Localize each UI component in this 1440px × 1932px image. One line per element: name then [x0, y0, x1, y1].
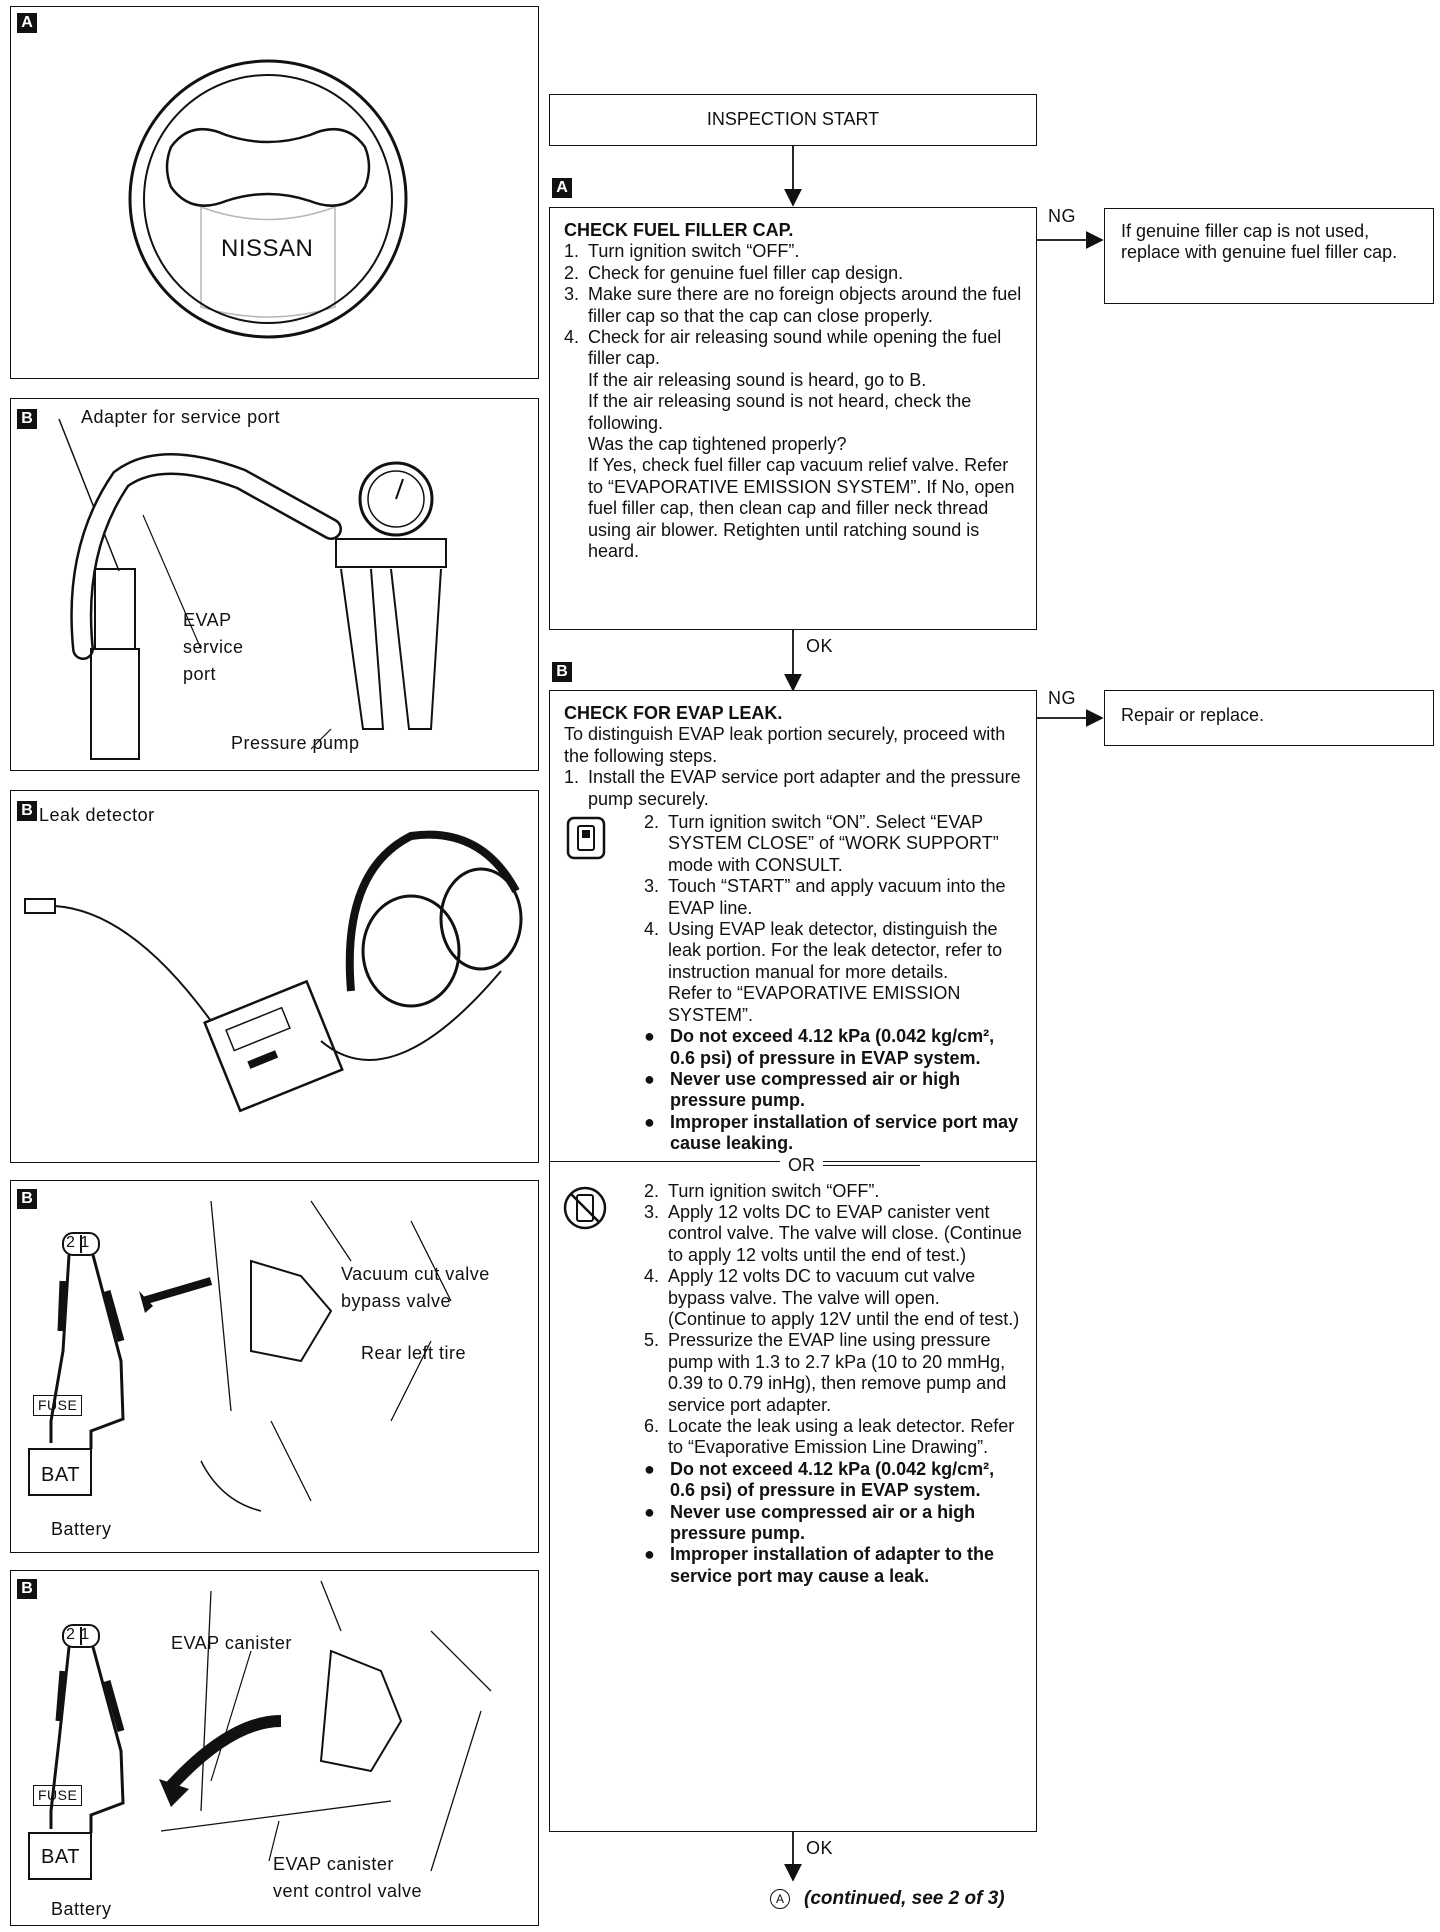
consult-icon — [566, 816, 606, 860]
or-label: OR — [780, 1154, 823, 1176]
no-consult-cautions: ●Do not exceed 4.12 kPa (0.042 kg/cm², 0… — [644, 1459, 1022, 1587]
list-item: 5.Pressurize the EVAP line using pressur… — [644, 1330, 1007, 1415]
cap-brand-text: NISSAN — [221, 235, 314, 262]
ok-label-b: OK — [806, 1838, 834, 1858]
panel-pressure-pump: B Adapter for service port EVAP service … — [10, 398, 539, 771]
ng-label-a: NG — [1048, 206, 1076, 226]
continued-note: A (continued, see 2 of 3) — [770, 1888, 1005, 1909]
panel-letter: B — [17, 409, 37, 429]
panel-canister-vent-valve: B 2 1 FUSE BAT Battery EVAP canister EVA… — [10, 1570, 539, 1926]
rear-tire-label: Rear left tire — [361, 1343, 467, 1363]
list-item: 2.Turn ignition switch “OFF”. — [644, 1180, 880, 1201]
list-item: 1.Install the EVAP service port adapter … — [564, 767, 1021, 809]
canister-valve-wiring-illustration — [28, 1580, 492, 1880]
evap-port-label: EVAP service port — [183, 610, 244, 684]
adapter-label: Adapter for service port — [81, 407, 281, 427]
panel-letter: B — [17, 1189, 37, 1209]
vacuum-valve-wiring-illustration — [28, 1200, 452, 1512]
list-item: 2.Check for genuine fuel filler cap desi… — [564, 262, 904, 283]
step-a-list: 1.Turn ignition switch “OFF”. 2.Check fo… — [564, 241, 1022, 562]
panel-letter: A — [17, 13, 37, 33]
battery-box-label: BAT — [41, 1846, 80, 1868]
list-item: 2.Turn ignition switch “ON”. Select “EVA… — [644, 812, 999, 875]
ok-label-a: OK — [806, 636, 834, 656]
fuse-label: FUSE — [33, 1395, 83, 1416]
fuel-cap-illustration — [128, 59, 408, 339]
consult-cautions: ●Do not exceed 4.12 kPa (0.042 kg/cm², 0… — [644, 1026, 1022, 1154]
list-item: ●Improper installation of service port m… — [644, 1111, 1019, 1154]
battery-box-label: BAT — [41, 1464, 80, 1486]
panel-vacuum-cut-valve: B 2 1 FUSE BAT Battery Vacuum cut valve … — [10, 1180, 539, 1553]
list-item: 4.Using EVAP leak detector, distinguish … — [644, 919, 1003, 1025]
battery-label: Battery — [51, 1899, 112, 1919]
no-consult-steps: 2.Turn ignition switch “OFF”. 3.Apply 12… — [644, 1181, 1022, 1459]
panel-leak-detector: B Leak detector — [10, 790, 539, 1163]
leak-detector-illustration — [24, 830, 523, 1113]
consult-steps: 2.Turn ignition switch “ON”. Select “EVA… — [644, 812, 1022, 1026]
continued-marker-icon: A — [770, 1888, 790, 1909]
fuse-label: FUSE — [33, 1785, 83, 1806]
list-item: ●Do not exceed 4.12 kPa (0.042 kg/cm², 0… — [644, 1458, 995, 1501]
continued-text: (continued, see 2 of 3) — [804, 1888, 1005, 1909]
ng-result-b-box: Repair or replace. — [1104, 690, 1434, 746]
step-a-marker: A — [552, 178, 572, 198]
list-item: 4.Check for air releasing sound while op… — [564, 327, 1015, 562]
list-item: ●Do not exceed 4.12 kPa (0.042 kg/cm², 0… — [644, 1026, 995, 1068]
panel-letter: B — [17, 801, 37, 821]
step-a-title: CHECK FUEL FILLER CAP. — [564, 220, 794, 240]
step-b-marker: B — [552, 662, 572, 682]
list-item: 3.Touch “START” and apply vacuum into th… — [644, 876, 1006, 918]
step-b-intro: To distinguish EVAP leak portion securel… — [564, 724, 1006, 766]
ng-label-b: NG — [1048, 688, 1076, 708]
list-item: 3.Apply 12 volts DC to EVAP canister ven… — [644, 1201, 1022, 1265]
list-item: ●Improper installation of adapter to the… — [644, 1544, 995, 1586]
battery-label: Battery — [51, 1519, 112, 1539]
inspection-start-box: INSPECTION START — [549, 94, 1037, 146]
step-b-box: CHECK FOR EVAP LEAK. To distinguish EVAP… — [549, 690, 1037, 1832]
no-consult-icon — [563, 1186, 607, 1229]
inspection-start-label: INSPECTION START — [706, 109, 880, 130]
pressure-pump-illustration — [58, 418, 447, 760]
list-item: 4.Apply 12 volts DC to vacuum cut valve … — [644, 1266, 1020, 1329]
step-a-box: CHECK FUEL FILLER CAP. 1.Turn ignition s… — [549, 207, 1037, 630]
step-b-title: CHECK FOR EVAP LEAK. — [564, 703, 783, 723]
step-b-list-common: 1.Install the EVAP service port adapter … — [564, 767, 1022, 810]
list-item: 6.Locate the leak using a leak detector.… — [644, 1416, 1015, 1458]
pressure-pump-label: Pressure pump — [231, 733, 360, 753]
terminal-numbers: 2 1 — [66, 1626, 90, 1643]
list-item: 1.Turn ignition switch “OFF”. — [564, 241, 800, 262]
vacuum-valve-label: Vacuum cut valve bypass valve — [341, 1264, 490, 1311]
list-item: ●Never use compressed air or a high pres… — [644, 1501, 976, 1544]
list-item: 3.Make sure there are no foreign objects… — [564, 284, 1022, 326]
vent-valve-label: EVAP canister vent control valve — [273, 1854, 423, 1901]
panel-letter: B — [17, 1579, 37, 1599]
ng-result-a-box: If genuine filler cap is not used, repla… — [1104, 208, 1434, 304]
list-item: ●Never use compressed air or high pressu… — [644, 1068, 961, 1111]
terminal-numbers: 2 1 — [66, 1234, 90, 1251]
or-divider: OR — [550, 1154, 1036, 1177]
evap-canister-label: EVAP canister — [171, 1633, 292, 1653]
panel-fuel-cap: A NISSAN — [10, 6, 539, 379]
leak-detector-label: Leak detector — [39, 805, 155, 825]
